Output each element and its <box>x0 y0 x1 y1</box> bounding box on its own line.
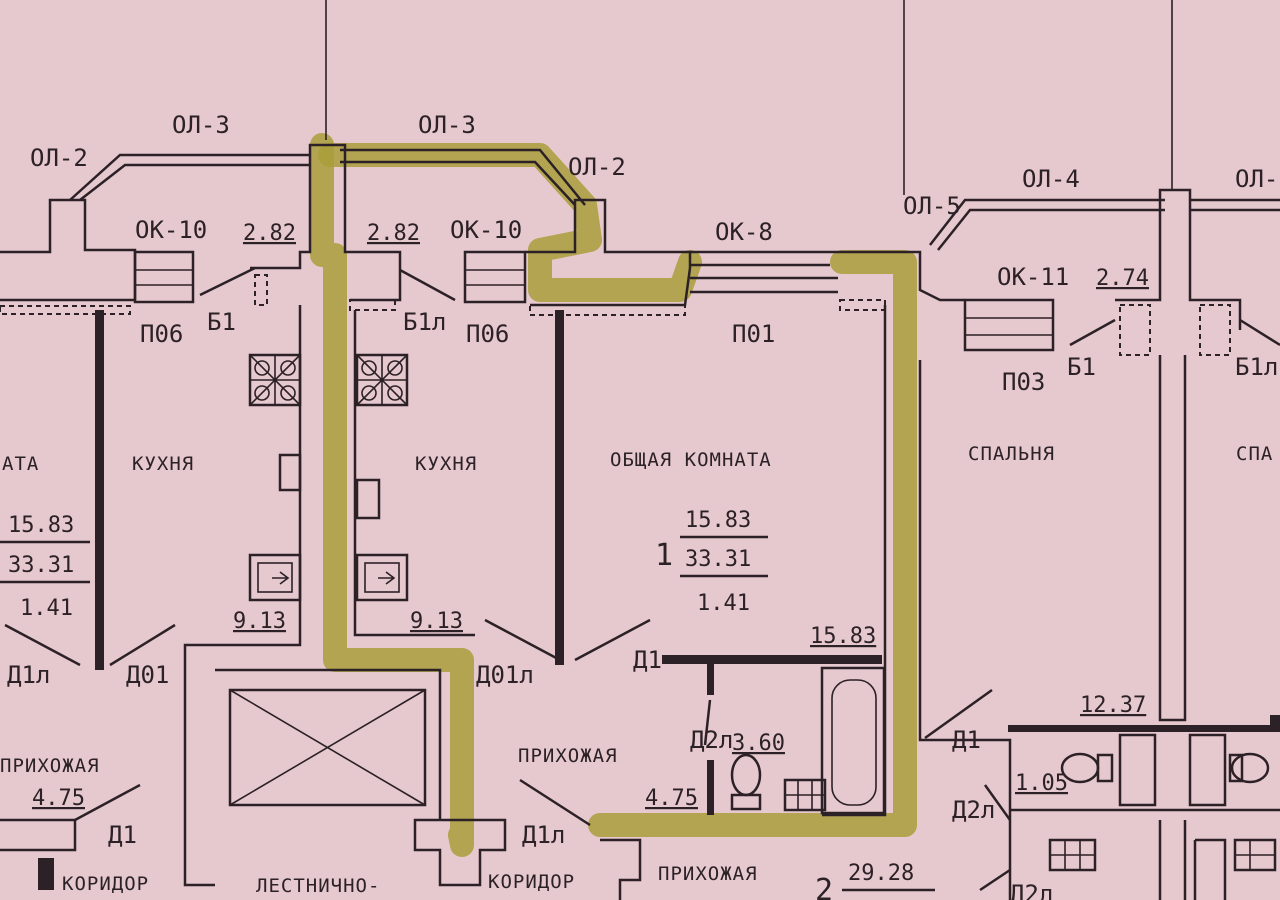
washbasin-icon <box>783 778 827 812</box>
room-bedroom-right-partial: СПА <box>1236 443 1273 465</box>
washbasin-right-icon <box>1048 838 1097 872</box>
area-hall-left: 4.75 <box>32 786 85 811</box>
room-hall-left: ПРИХОЖАЯ <box>0 755 100 777</box>
toilet-right-icon <box>1060 752 1114 784</box>
room-bedroom: СПАЛЬНЯ <box>968 443 1055 465</box>
label-d2l-right: Д2л <box>952 796 995 824</box>
stove-mid-icon <box>355 353 409 407</box>
area-living: 15.83 <box>685 508 751 533</box>
label-p06-mid: П06 <box>466 320 509 348</box>
label-ok11: ОК-11 <box>997 263 1069 291</box>
area-hall: 4.75 <box>645 786 698 811</box>
area-balcony: 1.41 <box>697 591 750 616</box>
label-height-left: 2.82 <box>243 221 296 246</box>
apartment-highlight <box>310 133 917 857</box>
area-left-living: 15.83 <box>8 513 74 538</box>
label-b1-left: Б1 <box>207 308 236 336</box>
label-d1-right: Д1 <box>952 726 981 754</box>
room-stairs: ЛЕСТНИЧНО- <box>256 875 380 897</box>
sink-mid-icon <box>355 553 409 602</box>
label-b1l-right: Б1л <box>1235 353 1278 381</box>
label-ol2-left: ОЛ-2 <box>30 144 88 172</box>
room-hall-mid: ПРИХОЖАЯ <box>518 745 618 767</box>
room-hall-bottom: ПРИХОЖАЯ <box>658 863 758 885</box>
apartment-number: 1 <box>655 538 673 573</box>
label-d1-lower-left: Д1 <box>108 821 137 849</box>
label-d1-mid: Д1 <box>633 646 662 674</box>
grid-lines <box>325 0 1173 195</box>
label-p01: П01 <box>732 320 775 348</box>
area-kitchen-left: 9.13 <box>233 609 286 634</box>
room-living: ОБЩАЯ КОМНАТА <box>610 449 772 471</box>
area-left-total: 33.31 <box>8 553 74 578</box>
toilet-icon <box>730 753 762 811</box>
label-d01l-mid: Д01л <box>476 661 534 689</box>
label-ok8: ОК-8 <box>715 218 773 246</box>
toilet-far-right-icon <box>1228 752 1270 784</box>
room-corridor-mid: КОРИДОР <box>488 871 575 893</box>
washbasin-far-right-icon <box>1233 838 1277 872</box>
room-left-partial: АТА <box>2 453 39 475</box>
label-d1l-lower-mid: Д1л <box>522 821 565 849</box>
area-bedroom-right: 12.37 <box>1080 693 1146 718</box>
label-d2l-bottom-right: Д2л <box>1010 880 1053 900</box>
area-bathroom: 3.60 <box>732 731 785 756</box>
label-height-right: 2.74 <box>1096 266 1149 291</box>
label-b1l-mid: Б1л <box>403 308 446 336</box>
balcony-lines <box>69 148 1280 267</box>
room-corridor-left: КОРИДОР <box>62 873 149 895</box>
label-p03: П03 <box>1002 368 1045 396</box>
area-bath-right: 1.05 <box>1015 771 1068 796</box>
counter-left <box>278 453 302 492</box>
label-height-mid: 2.82 <box>367 221 420 246</box>
apartment2-number: 2 <box>815 873 833 900</box>
area-left-balcony: 1.41 <box>20 596 73 621</box>
interior-walls <box>0 305 1280 900</box>
fixtures <box>248 353 1277 900</box>
label-ol4: ОЛ-4 <box>1022 165 1080 193</box>
element-marks: ОЛ-3 ОЛ-2 ОЛ-3 ОЛ-2 ОК-8 ОЛ-5 ОЛ-4 ОЛ- О… <box>7 111 1278 900</box>
bathtub-right-partial <box>1193 838 1227 900</box>
label-b1-right: Б1 <box>1067 353 1096 381</box>
area-apt2-living: 29.28 <box>848 861 914 886</box>
area-figures: 15.83 33.31 1.41 9.13 9.13 1 15.83 33.31… <box>0 508 1146 900</box>
label-ol3-mid: ОЛ-3 <box>418 111 476 139</box>
doors <box>4 266 1280 892</box>
label-p06-left: П06 <box>140 320 183 348</box>
area-total: 33.31 <box>685 547 751 572</box>
sink-left-icon <box>248 553 302 602</box>
label-ol5: ОЛ-5 <box>903 192 961 220</box>
label-ol-right: ОЛ- <box>1235 165 1278 193</box>
windows <box>133 250 1055 352</box>
room-kitchen-left: КУХНЯ <box>132 453 194 475</box>
room-names: АТА КУХНЯ КУХНЯ ОБЩАЯ КОМНАТА СПАЛЬНЯ СП… <box>0 443 1273 897</box>
counter-mid <box>355 478 381 520</box>
area-living-label: 15.83 <box>810 624 876 649</box>
label-ok10-left: ОК-10 <box>135 216 207 244</box>
label-d01-left: Д01 <box>126 661 169 689</box>
label-ol2-mid: ОЛ-2 <box>568 153 626 181</box>
stove-left-icon <box>248 353 302 407</box>
label-ok10-mid: ОК-10 <box>450 216 522 244</box>
bathtub-icon <box>820 666 886 815</box>
area-kitchen-mid: 9.13 <box>410 609 463 634</box>
room-kitchen-mid: КУХНЯ <box>415 453 477 475</box>
outer-walls <box>0 143 1242 356</box>
label-ol3-left: ОЛ-3 <box>172 111 230 139</box>
label-d1l-left: Д1л <box>7 661 50 689</box>
label-d2l-mid: Д2л <box>690 726 733 754</box>
